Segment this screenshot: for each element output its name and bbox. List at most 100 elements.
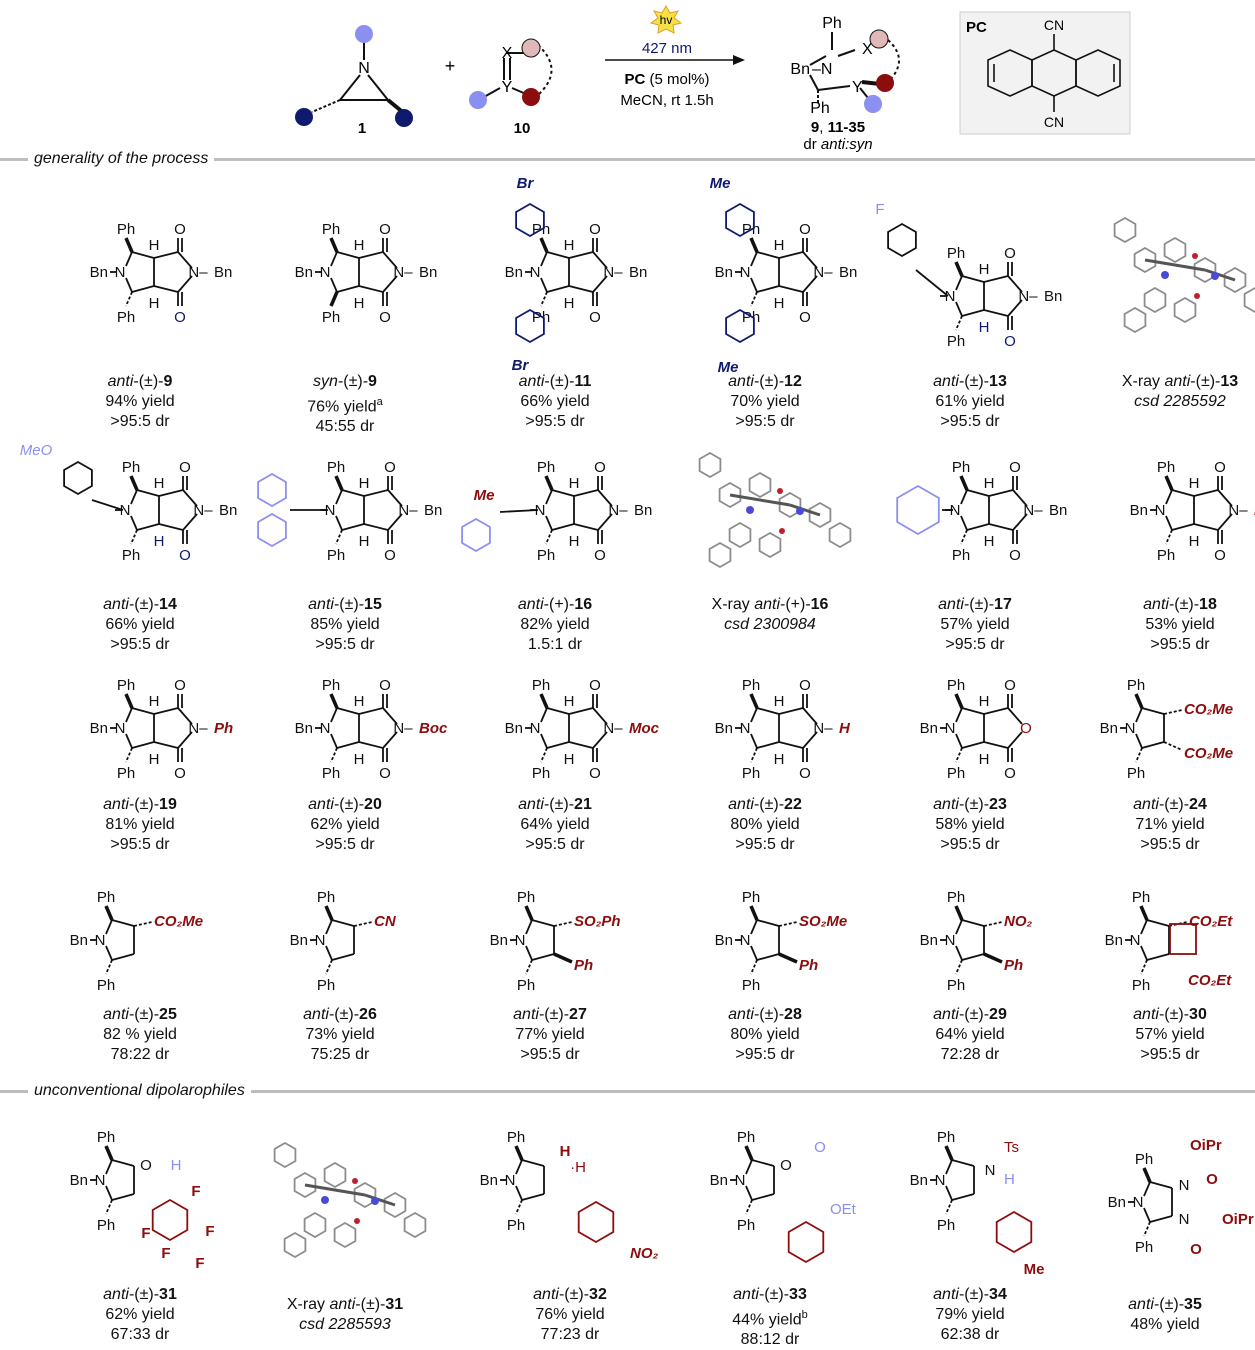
n-substituent-label: Bn bbox=[1105, 932, 1123, 949]
imide-substituent-label: Bn bbox=[219, 502, 237, 519]
c3-substituent-label: SO₂Me bbox=[799, 913, 847, 930]
phenyl-label: Ph bbox=[1132, 977, 1150, 994]
phenyl-label: Ph bbox=[742, 765, 760, 782]
ring-n-label: N bbox=[945, 932, 956, 949]
fluoro-label: F bbox=[161, 1245, 170, 1262]
c3-substituent-label: CO₂Et bbox=[1189, 913, 1233, 930]
carbonyl-o-label: O bbox=[179, 459, 191, 476]
aziridine-left-dot bbox=[295, 108, 313, 126]
section-rule-2 bbox=[0, 1090, 1255, 1093]
h-label: H bbox=[359, 475, 370, 492]
phenyl-label: Ph bbox=[327, 459, 345, 476]
methoxy-label: MeO bbox=[20, 442, 53, 459]
phenyl-label: Ph bbox=[947, 765, 965, 782]
compound-yield: 82 % yield bbox=[103, 1026, 177, 1043]
c3-substituent-label: CN bbox=[374, 913, 397, 930]
compound-name: anti-(±)-14 bbox=[103, 596, 177, 613]
compound-yield: 44% yieldb bbox=[732, 1309, 808, 1329]
phenyl-label: Ph bbox=[952, 547, 970, 564]
xray-csd: csd 2285592 bbox=[1134, 393, 1226, 410]
imide-substituent-label: Bn bbox=[419, 264, 437, 281]
compound-name: anti-(±)-33 bbox=[733, 1286, 807, 1303]
photocatalyst-panel-label: PC bbox=[966, 19, 987, 36]
carbonyl-o-label: O bbox=[1009, 459, 1021, 476]
compound-name: anti-(±)-19 bbox=[103, 796, 177, 813]
compound-yield: 76% yield bbox=[535, 1306, 605, 1323]
imide-substituent-label: Boc bbox=[419, 720, 448, 737]
product-n-group: –N bbox=[812, 61, 832, 78]
carbonyl-o-label: O bbox=[799, 309, 811, 326]
ring-n-label: N bbox=[945, 720, 956, 737]
imide-substituent-label: Bn bbox=[1049, 502, 1067, 519]
carbonyl-o-label: O bbox=[1004, 765, 1016, 782]
carbonyl-o-label: O bbox=[589, 765, 601, 782]
c3-substituent-label: CO₂Me bbox=[154, 913, 203, 930]
x-substituent-dot bbox=[521, 38, 541, 58]
n-substituent-label: Bn bbox=[710, 1172, 728, 1189]
n-substituent-label: Bn bbox=[290, 932, 308, 949]
phenyl-label: Ph bbox=[742, 677, 760, 694]
methyl-label: Me bbox=[1024, 1261, 1045, 1278]
compound-yield: 82% yield bbox=[520, 616, 590, 633]
imide-n-label: N– bbox=[188, 264, 208, 281]
carbonyl-o-label: O bbox=[379, 677, 391, 694]
compound-dr: >95:5 dr bbox=[110, 413, 170, 430]
n-substituent-label: Bn bbox=[910, 1172, 928, 1189]
compound-yield: 66% yield bbox=[520, 393, 590, 410]
y-atom-label: Y bbox=[502, 79, 513, 96]
phenyl-label: Ph bbox=[1127, 765, 1145, 782]
imide-substituent-label: Moc bbox=[629, 720, 660, 737]
compound-dr: >95:5 dr bbox=[735, 836, 795, 853]
h-label: H bbox=[984, 533, 995, 550]
methyl-label: Me bbox=[474, 487, 495, 504]
y-substituent-dot-dark bbox=[522, 88, 540, 106]
carbonyl-o-label: O bbox=[174, 221, 186, 238]
imide-substituent-label: Ph bbox=[214, 720, 233, 737]
h-label: H bbox=[569, 475, 580, 492]
product-ph-bottom: Ph bbox=[810, 100, 830, 117]
xray-anti-16-image bbox=[698, 451, 852, 569]
h-label: H bbox=[979, 261, 990, 278]
phenyl-label: Ph bbox=[737, 1129, 755, 1146]
plus-sign: + bbox=[445, 56, 456, 76]
h-label: H bbox=[774, 237, 785, 254]
compound-yield: 70% yield bbox=[730, 393, 800, 410]
c4-substituent-label: Ph bbox=[799, 957, 818, 974]
phenyl-label: Ph bbox=[537, 459, 555, 476]
x-atom-label: X bbox=[502, 45, 513, 62]
fluoro-label: F bbox=[875, 201, 884, 218]
phenyl-label: Ph bbox=[532, 765, 550, 782]
phenyl-label: Ph bbox=[937, 1217, 955, 1234]
compound-dr: 67:33 dr bbox=[110, 1326, 170, 1343]
compound-name: anti-(±)-26 bbox=[303, 1006, 377, 1023]
phenyl-label: Ph bbox=[1132, 889, 1150, 906]
compound-yield: 73% yield bbox=[305, 1026, 375, 1043]
compound-dr: >95:5 dr bbox=[1150, 636, 1210, 653]
n-substituent-label: Bn bbox=[1100, 720, 1118, 737]
ring-o-label: O bbox=[1020, 720, 1032, 737]
h-label: H bbox=[149, 295, 160, 312]
compound-yield: 94% yield bbox=[105, 393, 175, 410]
compound-name: anti-(±)-17 bbox=[938, 596, 1012, 613]
carbonyl-o-label: O bbox=[799, 677, 811, 694]
n-substituent-label: Bn bbox=[920, 720, 938, 737]
imide-n-label: N– bbox=[603, 720, 623, 737]
aziridine-n-substituent-dot bbox=[355, 25, 373, 43]
phenyl-label: Ph bbox=[117, 677, 135, 694]
ring-n-label: N bbox=[985, 1162, 996, 1179]
compound-name: anti-(±)-15 bbox=[308, 596, 382, 613]
